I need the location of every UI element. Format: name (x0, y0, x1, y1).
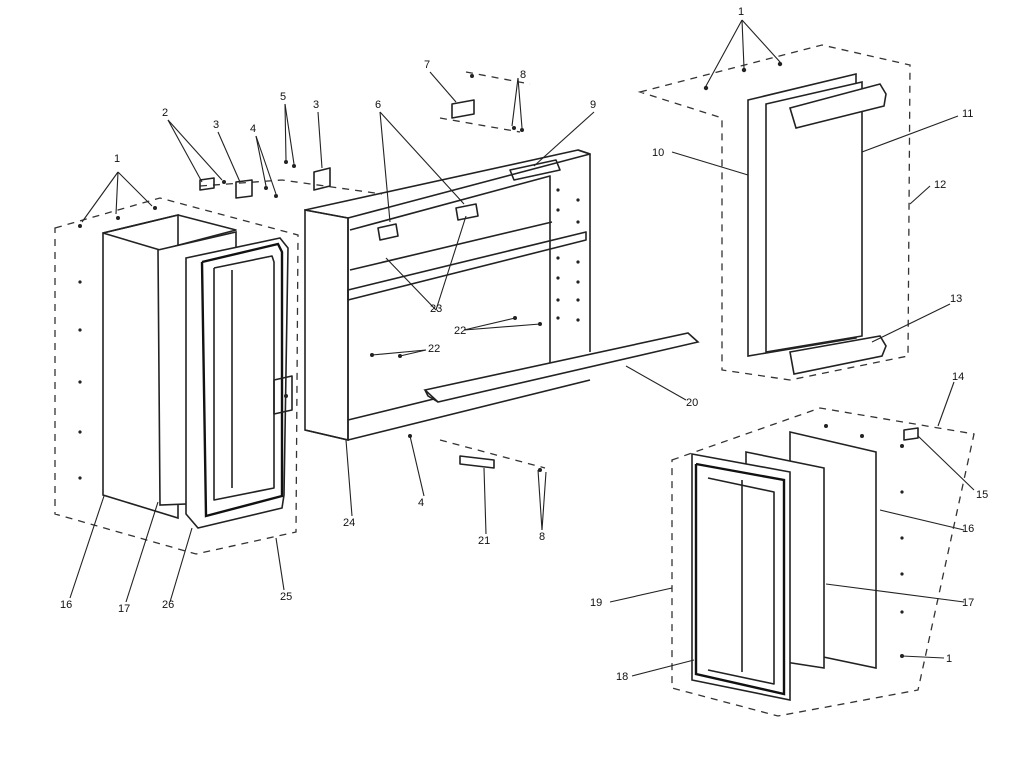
glass-shelf-edge (424, 389, 439, 403)
top-bracket (509, 159, 561, 181)
shelf-pegs (370, 316, 542, 358)
glass-shelf (423, 332, 700, 403)
callout-24: 24 (343, 517, 355, 529)
callout-22-left: 22 (428, 343, 440, 355)
callout-11: 11 (962, 108, 973, 120)
callout-1-right-bottom: 1 (946, 653, 952, 665)
callout-3-left: 3 (213, 119, 219, 131)
callout-4-bottom: 4 (418, 497, 424, 509)
callout-21: 21 (478, 535, 490, 547)
cabinet-top (304, 149, 591, 219)
callout-3-right: 3 (313, 99, 319, 111)
shelf-peg-holes (556, 188, 580, 322)
screw-dashed-line (465, 71, 531, 85)
callout-20: 20 (686, 397, 698, 409)
callout-23: 23 (430, 303, 442, 315)
right-bottom-front-frame (691, 453, 791, 701)
callout-8-bottom: 8 (539, 531, 545, 543)
cabinet-right-edge (577, 149, 591, 352)
callout-25: 25 (280, 591, 292, 603)
callout-8-top: 8 (520, 69, 526, 81)
callout-18: 18 (616, 671, 628, 683)
right-top-lower-rail (789, 335, 887, 375)
callout-19: 19 (590, 597, 602, 609)
top-hardware-dashed-right (439, 117, 521, 133)
right-top-door-assembly (637, 44, 911, 381)
callout-1-right-top: 1 (738, 6, 744, 18)
right-bottom-hinge-bracket (903, 427, 919, 441)
hinge-part-2 (199, 177, 215, 191)
left-door-dashed-outline (54, 197, 299, 555)
right-bottom-dashed-outline (671, 407, 975, 717)
callout-16-left: 16 (60, 599, 72, 611)
callout-22-right: 22 (454, 325, 466, 337)
callout-2: 2 (162, 107, 168, 119)
right-top-front-panel (765, 80, 863, 353)
callout-6: 6 (375, 99, 381, 111)
callout-12: 12 (934, 179, 946, 191)
hinge-part-3a (235, 179, 253, 199)
hinge-part-7 (451, 99, 475, 119)
right-bottom-frame-inner (694, 462, 786, 696)
cabinet-shelf (347, 231, 587, 301)
left-door-assembly (54, 197, 299, 555)
callout-labels: 1 2 3 4 5 3 6 7 8 9 1 10 11 12 13 23 22 … (60, 6, 988, 683)
center-cabinet-assembly (199, 71, 700, 472)
right-bottom-frame-opening (707, 477, 775, 685)
callout-16-right: 16 (962, 523, 974, 535)
bottom-hardware-dashed (439, 439, 546, 469)
cabinet-inner-back (349, 175, 551, 376)
callout-10: 10 (652, 147, 664, 159)
left-panel-top (102, 214, 237, 251)
callout-26: 26 (162, 599, 174, 611)
callout-1-left: 1 (114, 153, 120, 165)
upper-hinge-left (377, 223, 399, 241)
right-top-upper-rail (788, 83, 887, 129)
callout-5: 5 (280, 91, 286, 103)
callout-14: 14 (952, 371, 964, 383)
callout-7: 7 (424, 59, 430, 71)
callout-17-right: 17 (962, 597, 974, 609)
small-screws (222, 74, 542, 472)
left-frame-inner-edge (200, 242, 284, 518)
left-front-frame (185, 237, 289, 529)
cabinet-left-side (304, 209, 349, 442)
callout-17-left: 17 (118, 603, 130, 615)
callout-13: 13 (950, 293, 962, 305)
left-frame-opening (213, 255, 275, 501)
callout-15: 15 (976, 489, 988, 501)
right-bottom-screw-row (824, 424, 904, 658)
right-bottom-door-assembly (671, 407, 975, 717)
shelf-back-edge (349, 221, 553, 271)
upper-hinge-right (455, 203, 479, 221)
hinge-part-3b (313, 167, 331, 191)
callout-4-top: 4 (250, 123, 256, 135)
callout-9: 9 (590, 99, 596, 111)
cabinet-base-edge (304, 429, 349, 441)
top-hardware-dashed-left (199, 179, 383, 195)
right-top-dashed-outline (637, 44, 911, 381)
hinge-part-21 (459, 455, 495, 469)
left-hinge-bracket (273, 375, 293, 415)
left-screw-row (78, 206, 157, 480)
leader-lines (69, 19, 975, 677)
